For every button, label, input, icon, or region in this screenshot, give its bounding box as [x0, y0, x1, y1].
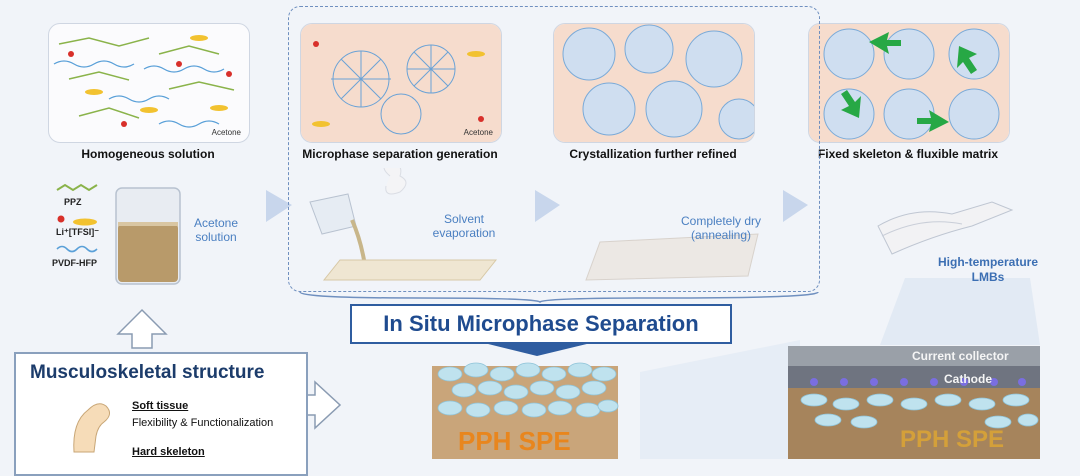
- step-acetone-line-2: solution: [195, 230, 237, 244]
- panel-4-caption: Fixed skeleton & fluxible matrix: [817, 147, 999, 161]
- ppz-icon: [56, 183, 98, 192]
- panel-crystallization: [553, 23, 755, 143]
- pph-spe-block: [432, 362, 619, 459]
- panel-1-tag: Acetone: [211, 128, 241, 137]
- battery-spe-label: PPH SPE: [900, 426, 1005, 453]
- step-acetone-solution: Acetone solution: [186, 216, 246, 244]
- flow-arrow-3: [783, 190, 808, 222]
- beam-left: [640, 340, 800, 459]
- panel-3-illustration: [554, 24, 754, 142]
- battery-cell: [788, 346, 1040, 459]
- cycle-arrows: [841, 32, 977, 132]
- arm-icon: [73, 403, 110, 453]
- li-tfsi-icon: [57, 215, 97, 226]
- flow-arrow-2: [535, 190, 560, 222]
- soft-tissue-label: Soft tissue: [132, 400, 189, 412]
- hard-skeleton-label: Hard skeleton: [132, 446, 205, 458]
- step-solvent-line-2: evaporation: [432, 226, 496, 240]
- beaker-illustration: [115, 187, 181, 285]
- cathode-label: Cathode: [944, 372, 992, 386]
- step-solvent-line-1: Solvent: [443, 212, 485, 226]
- lmb-line-1: High-temperature: [937, 255, 1038, 269]
- step-acetone-line-1: Acetone: [193, 216, 239, 230]
- lmb-line-2: LMBs: [971, 270, 1005, 284]
- page-title: In Situ Microphase Separation: [350, 304, 732, 344]
- legend-ppz: PPZ: [64, 197, 82, 207]
- pvdf-icon: [56, 245, 98, 253]
- legend-li-tfsi: Li⁺[TFSI]⁻: [56, 227, 99, 237]
- panel-4-illustration: [809, 24, 1009, 142]
- step-solvent-evaporation: Solvent evaporation: [416, 212, 512, 240]
- pph-spe-label: PPH SPE: [458, 426, 571, 456]
- panel-3-caption: Crystallization further refined: [569, 147, 737, 161]
- panel-2-illustration: [301, 24, 501, 142]
- hollow-up-arrow: [116, 308, 168, 349]
- panel-fixed-skeleton: [808, 23, 1010, 143]
- brace: [299, 291, 819, 303]
- process-group-box: [288, 6, 820, 292]
- solvent-tray-illustration: [309, 168, 498, 281]
- current-collector-label: Current collector: [912, 349, 1009, 363]
- bent-film-illustration: [877, 201, 1014, 255]
- step-dry-line-2: (annealing): [690, 228, 752, 242]
- panel-2-caption: Microphase separation generation: [302, 147, 498, 161]
- step-dry-line-1: Completely dry: [680, 214, 762, 228]
- beam-right: [880, 278, 1040, 345]
- panel-2-tag: Acetone: [463, 128, 493, 137]
- legend-pvdf-hfp: PVDF-HFP: [52, 258, 97, 268]
- dry-film-illustration: [585, 233, 759, 281]
- musculoskeletal-title: Musculoskeletal structure: [30, 362, 265, 383]
- background-flow: [116, 190, 1040, 459]
- panel-microphase: Acetone: [300, 23, 502, 143]
- musculoskeletal-box: Musculoskeletal structure Soft tissue Fl…: [14, 352, 308, 476]
- panel-1-illustration: [53, 35, 235, 128]
- flow-arrow-1: [266, 190, 292, 222]
- down-arrow: [480, 342, 595, 356]
- step-completely-dry: Completely dry (annealing): [666, 214, 776, 242]
- panel-1-caption: Homogeneous solution: [81, 147, 215, 161]
- soft-tissue-desc: Flexibility & Functionalization: [132, 417, 274, 429]
- lmb-label: High-temperature LMBs: [928, 255, 1048, 285]
- panel-homogeneous: Acetone: [48, 23, 250, 143]
